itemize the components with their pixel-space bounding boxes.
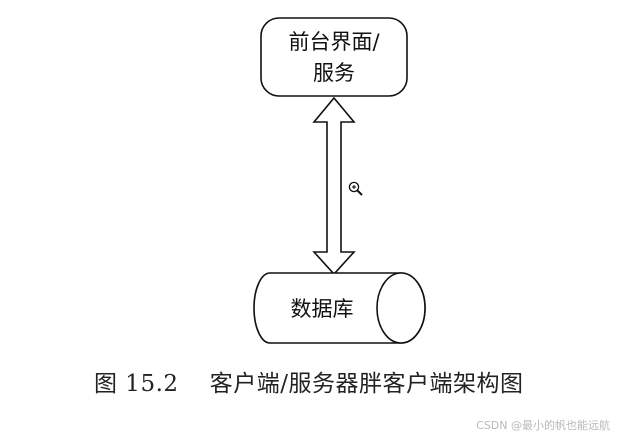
database-label: 数据库 <box>291 297 354 321</box>
database-node: 数据库 <box>253 272 426 344</box>
front-end-service-label-line2: 服务 <box>313 61 355 85</box>
figure-caption: 图 15.2 客户端/服务器胖客户端架构图 <box>94 371 524 397</box>
bidirectional-arrow-shape <box>312 96 356 276</box>
front-end-service-label-line1: 前台界面/ <box>288 30 380 54</box>
bidirectional-arrow <box>312 96 356 276</box>
front-end-service-box <box>260 17 408 97</box>
zoom-in-magnifier-icon <box>348 181 363 196</box>
csdn-watermark: CSDN @最小的帆也能远航 <box>476 419 610 432</box>
front-end-service-node: 前台界面/ 服务 <box>260 17 408 97</box>
database-cylinder-cap <box>376 272 426 344</box>
